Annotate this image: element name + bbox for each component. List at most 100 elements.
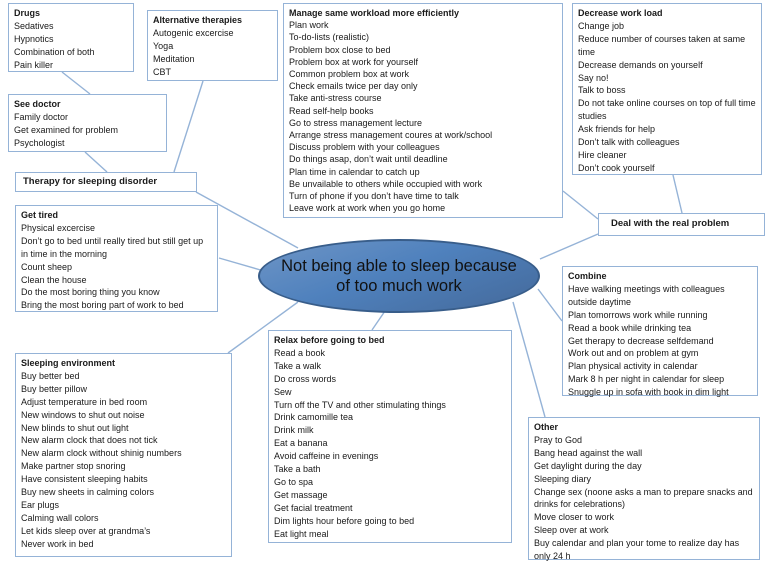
node-item: Mark 8 h per night in calendar for sleep [568,374,725,385]
node-item: Ear plugs [21,499,60,510]
node-title: Get tired [21,210,59,220]
node-item: Go to stress management lecture [289,117,423,128]
node-item: Psychologist [14,137,65,148]
node-title: Manage same workload more efficiently [289,8,460,18]
node-item: Make partner stop snoring [21,461,126,472]
connector-get-tired-center [218,257,265,272]
node-item: Sew [274,386,292,397]
node-item: Drink milk [274,425,314,436]
node-item: Do things asap, don’t wait until deadlin… [289,154,448,165]
connector-drugs-see-doctor [61,71,91,95]
node-item: Sleep over at work [534,525,609,536]
node-item: Buy new sheets in calming colors [21,487,155,498]
node-item: Never work in bed [21,538,94,549]
node-item: Buy better bed [21,370,80,381]
node-title: Drugs [14,8,41,18]
node-item: Hire cleaner [578,149,627,160]
node-item: Meditation [153,53,195,64]
node-item: Hypnotics [14,33,54,44]
node-item: Change job [578,20,625,31]
node-item: Say no! [578,72,609,83]
connector-alt-therapies-therapy [173,80,204,173]
connector-decrease-deal [672,174,683,214]
node-title: Alternative therapies [153,15,243,25]
connector-therapy-center [195,191,299,249]
connector-center-other [512,301,546,418]
node-item: Reduce number of courses taken at same t… [578,33,746,57]
central-topic-label: Not being able to sleep because of too m… [281,257,517,295]
node-item-list: Have walking meetings with colleagues ou… [568,283,752,399]
node-item: Problem box close to bed [289,44,391,55]
node-item: Buy calendar and plan your tome to reali… [534,538,740,562]
node-item: Ask friends for help [578,124,656,135]
node-item: Yoga [153,40,174,51]
node-title: Therapy for sleeping disorder [23,175,158,187]
node-item: Get facial treatment [274,502,353,513]
connector-see-doctor-therapy [84,151,108,173]
node-item: Get daylight during the day [534,460,642,471]
node-item: Move closer to work [534,512,615,523]
node-item: Clean the house [21,274,87,285]
node-item: Physical excercise [21,222,96,233]
node-item: New alarm clock that does not tick [21,435,158,446]
node-item: Don’t talk with colleagues [578,137,680,148]
node-alternative-therapies: Alternative therapies Autogenic excercis… [147,10,278,81]
node-title: Other [534,422,559,432]
node-item: Autogenic excercise [153,27,234,38]
node-manage-workload: Manage same workload more efficiently Pl… [283,3,563,218]
node-item: Do not take online courses on top of ful… [578,98,756,122]
node-item: Family doctor [14,111,69,122]
node-title: Deal with the real problem [611,218,730,230]
node-item: Bang head against the wall [534,447,643,458]
node-item: New windows to shut out noise [21,409,145,420]
node-item: Dim lights hour before going to bed [274,515,415,526]
node-item: Buy better pillow [21,383,88,394]
node-item: Don’t cook yourself [578,162,655,173]
node-item: Talk to boss [578,85,626,96]
node-item: Change sex (noone asks a man to prepare … [534,486,753,510]
node-item: Turn of phone if you don’t have time to … [289,191,459,202]
node-item: Plan physical activity in calendar [568,361,698,372]
node-item: Arrange stress management coures at work… [289,130,493,141]
node-item: Get massage [274,489,328,500]
node-item: Eat light meal [274,528,329,539]
node-item: Leave work at work when you go home [289,203,446,214]
node-title: Decrease work load [578,8,663,18]
connector-center-sleeping-env [227,301,299,354]
node-item: Take anti-stress course [289,93,382,104]
node-item: Let kids sleep over at grandma’s [21,525,151,536]
node-item: Bring the most boring part of work to be… [21,300,184,311]
node-item: Plan time in calendar to catch up [289,166,420,177]
node-item: Plan tomorrows work while running [568,309,708,320]
node-item: Combination of both [14,46,95,57]
central-topic-ellipse: Not being able to sleep because of too m… [258,239,540,313]
node-item: Be unvailable to others while occupied w… [289,178,483,189]
node-item: Adjust temperature in bed room [21,396,148,407]
node-item: Go to spa [274,476,314,487]
node-title: See doctor [14,99,61,109]
node-item: Drink camomille tea [274,412,354,423]
node-item: Count sheep [21,261,73,272]
node-item: Problem box at work for yourself [289,56,419,67]
node-item: To-do-lists (realistic) [289,32,370,43]
node-item: Common problem box at work [289,69,410,80]
node-item: Plan work [289,20,329,31]
node-item: Pray to God [534,434,583,445]
node-item: Have consistent sleeping habits [21,474,148,485]
node-item: Don’t go to bed until really tired but s… [21,235,204,259]
node-item: New blinds to shut out light [21,422,129,433]
